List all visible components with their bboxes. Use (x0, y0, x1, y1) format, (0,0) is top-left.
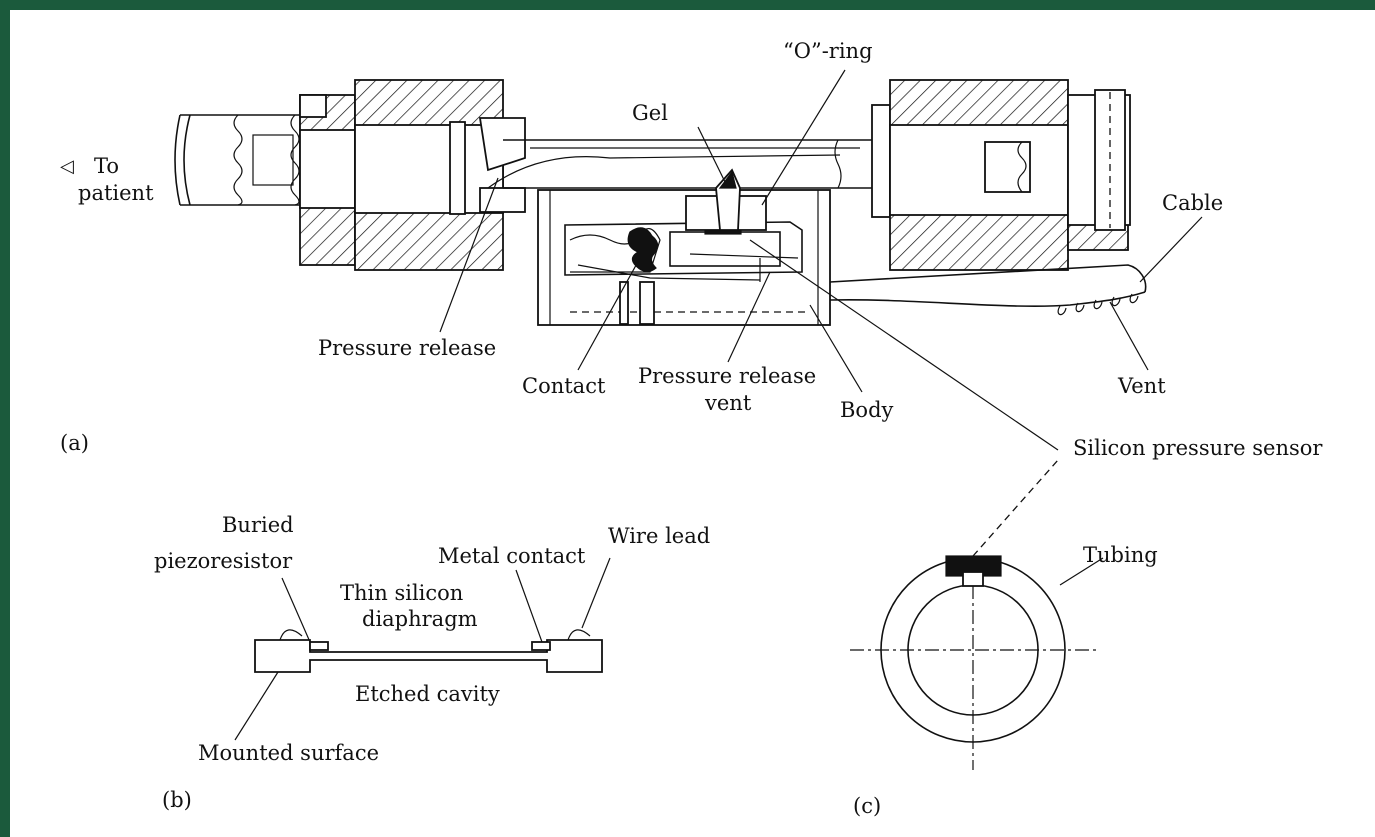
label-buried: Buried (222, 513, 294, 537)
transducer-channel (487, 139, 872, 189)
housing-body (537, 189, 831, 326)
label-contact: Contact (522, 374, 606, 398)
cable (829, 264, 1147, 316)
label-pressure-release-vent-1: Pressure release (638, 364, 816, 388)
label-body: Body (840, 398, 894, 422)
right-fitting-nut (871, 79, 1131, 271)
label-etched-cavity: Etched cavity (355, 682, 500, 706)
panel-b: Buried piezoresistor Metal contact Wire … (154, 513, 710, 812)
label-pressure-release: Pressure release (318, 336, 496, 360)
left-fitting-nut (299, 79, 526, 271)
gel-o-ring (685, 168, 767, 231)
panel-a: To ◁ patient “O”-ring Gel Cable Pressure… (60, 39, 1323, 460)
label-patient: patient (78, 181, 154, 205)
label-cable: Cable (1162, 191, 1223, 215)
label-silicon-pressure-sensor: Silicon pressure sensor (1073, 436, 1323, 460)
label-metal-contact: Metal contact (438, 544, 586, 568)
sensor-chip-cross-section (254, 629, 603, 673)
label-thin-silicon: Thin silicon (340, 581, 463, 605)
label-diaphragm: diaphragm (362, 607, 478, 631)
label-mounted-surface: Mounted surface (198, 741, 379, 765)
label-tubing: Tubing (1083, 543, 1158, 567)
label-o-ring: “O”-ring (783, 39, 873, 63)
panel-c-tag: (c) (853, 794, 881, 818)
leader-tubing (1059, 557, 1104, 586)
label-to: To (94, 154, 119, 178)
panel-b-tag: (b) (162, 788, 192, 812)
panel-c: Tubing (c) (850, 459, 1158, 818)
to-patient-arrow-icon: ◁ (60, 156, 74, 177)
panel-a-tag: (a) (60, 431, 89, 455)
figure-frame: To ◁ patient “O”-ring Gel Cable Pressure… (10, 10, 1375, 837)
pressure-transducer-diagram: To ◁ patient “O”-ring Gel Cable Pressure… (60, 39, 1323, 818)
leader-lines-a (439, 69, 1203, 451)
leader-lines-b (234, 557, 611, 741)
label-vent: Vent (1117, 374, 1166, 398)
label-wire-lead: Wire lead (608, 524, 710, 548)
label-pressure-release-vent-2: vent (704, 391, 752, 415)
label-gel: Gel (632, 101, 668, 125)
label-piezoresistor: piezoresistor (154, 549, 293, 573)
tubing-cross-section (850, 459, 1098, 770)
patient-tube (174, 114, 301, 206)
